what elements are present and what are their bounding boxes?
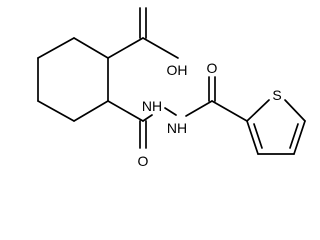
thiophene-s-c5-bond (284, 99, 306, 122)
thiophene-sulfur-label: S (272, 87, 281, 103)
right-nh-to-carbonyl-bond (185, 100, 213, 117)
thiophene-c5-c4-double-bond-a (293, 120, 306, 155)
carboxyl-carbon-hydroxyl-bond (142, 37, 179, 59)
cyclohexane-ring (37, 37, 109, 122)
thiophene-c2-s-bond (246, 99, 270, 122)
carboxyl-hydroxyl-label: OH (167, 62, 188, 78)
right-nh-label: NH (167, 120, 187, 136)
left-amide-group: O NH (107, 98, 162, 169)
thiophene-c3-c2-double-bond-b (253, 123, 263, 149)
left-carbonyl-to-nh-bond (142, 114, 153, 122)
left-nh-label: NH (142, 98, 162, 114)
chemical-structure: O OH O NH NH O S (37, 7, 306, 169)
left-amide-oxygen-label: O (138, 153, 149, 169)
ring-to-left-carbonyl-bond (107, 100, 144, 122)
thiophene-c3-c2-double-bond-a (246, 120, 259, 155)
cyclohexane-bond-1 (37, 37, 75, 59)
carboxylic-acid-group: O OH (107, 7, 188, 78)
thiophene-c5-c4-double-bond-b (289, 123, 299, 149)
cyclohexane-bond-5 (37, 100, 75, 122)
cyclohexane-bond-4 (73, 100, 109, 122)
right-amide-group: NH O (167, 60, 248, 136)
thiophene-ring: S (246, 87, 306, 155)
cyclohexane-bond-2 (73, 37, 109, 59)
hydrazide-n-n-bond (164, 107, 177, 116)
ring-to-carboxyl-carbon-bond (107, 37, 144, 59)
right-carbonyl-to-thiophene-bond (211, 100, 248, 122)
right-amide-oxygen-label: O (207, 60, 218, 76)
